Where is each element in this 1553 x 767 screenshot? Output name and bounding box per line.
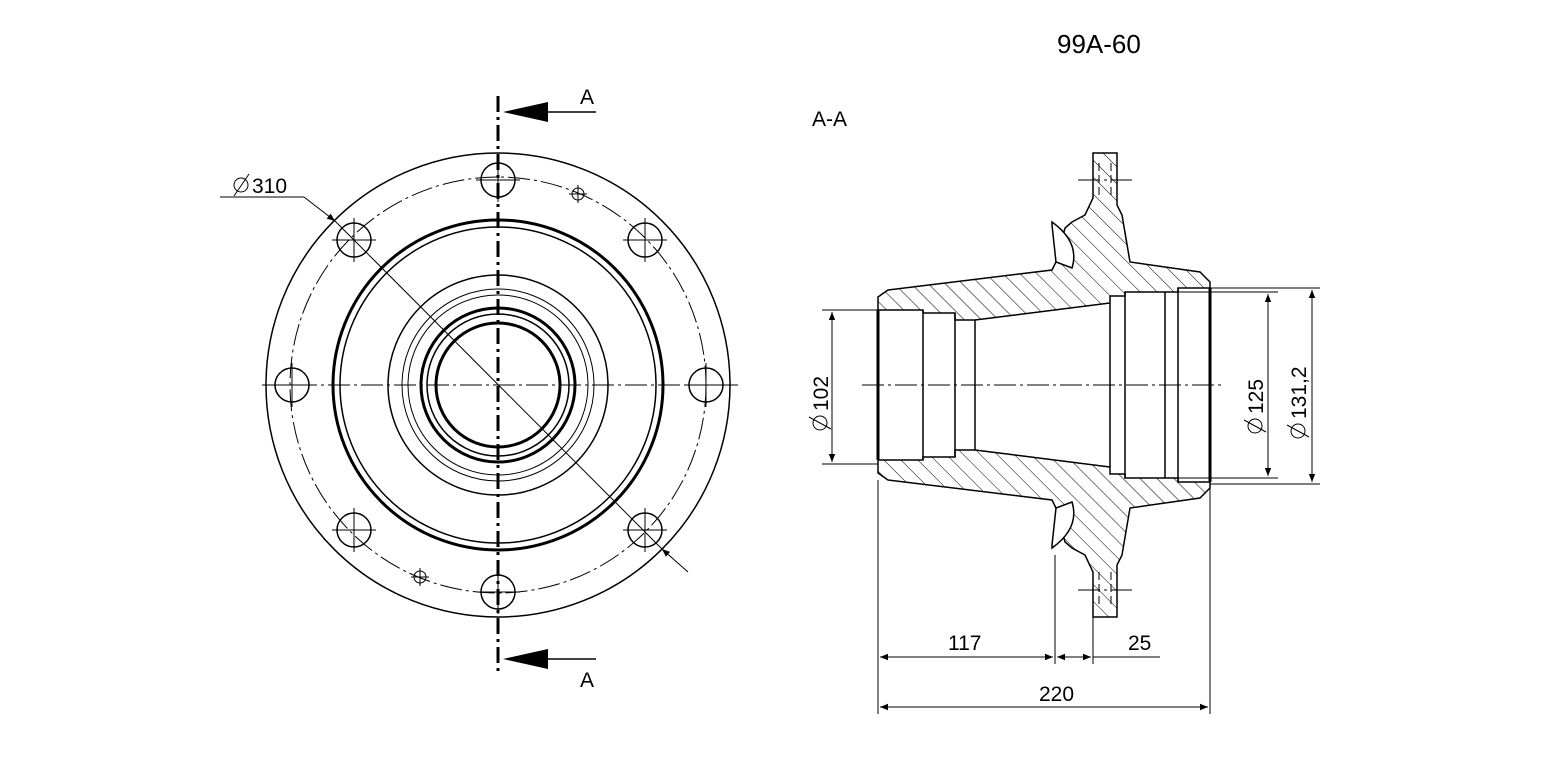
cut-label-top: A (580, 86, 594, 109)
length-left-value: 117 (948, 632, 981, 655)
length-total-value: 220 (1039, 683, 1074, 706)
dimension-bore-left: 102 (808, 309, 878, 465)
section-hatch-bottom (877, 449, 1211, 618)
bore-right-inner-value: 125 (1245, 379, 1268, 414)
dimension-length-total: 220 (880, 683, 1208, 711)
part-number: 99A-60 (1057, 29, 1141, 59)
groove-top (1051, 220, 1075, 269)
section-arrow-top (503, 102, 548, 122)
bore-right-outer-value: 131,2 (1288, 366, 1311, 419)
section-hatch-top (877, 152, 1211, 321)
cut-label-bottom: A (580, 669, 594, 692)
dimension-length-left: 117 (880, 632, 1053, 661)
dimension-bore-right-outer: 131,2 (1210, 287, 1320, 485)
section-view: A-A (808, 108, 1320, 714)
flange-diameter-value: 310 (252, 175, 287, 198)
dimension-bore-right-inner: 125 (1178, 291, 1278, 479)
section-label: A-A (812, 108, 847, 131)
section-arrow-bottom (503, 649, 548, 669)
front-view: A A 310 (220, 86, 738, 692)
dimension-flange-width: 25 (1057, 632, 1160, 661)
groove-bottom (1051, 501, 1075, 550)
bore-left-value: 102 (810, 376, 833, 411)
dimension-flange-diameter: 310 (220, 173, 689, 573)
flange-width-value: 25 (1128, 632, 1151, 655)
